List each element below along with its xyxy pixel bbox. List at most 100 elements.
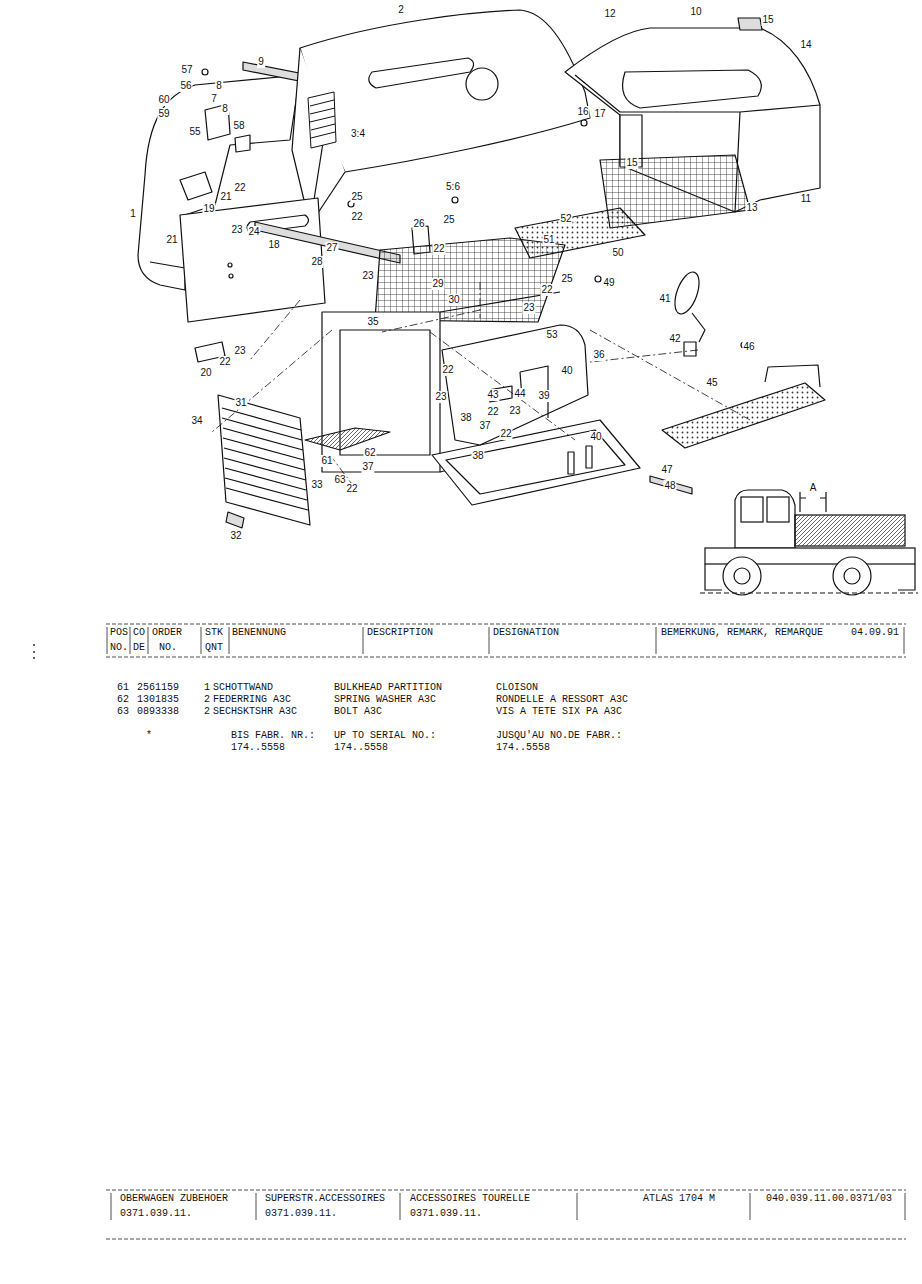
callout-number: 24: [247, 226, 260, 238]
callout-number: 31: [234, 397, 247, 409]
callout-number: 25: [442, 214, 455, 226]
callout-number: 51: [542, 234, 555, 246]
callout-number: 59: [157, 108, 170, 120]
callout-number: 23: [230, 224, 243, 236]
callout-number: 22: [345, 483, 358, 495]
table-header: STK: [205, 627, 223, 639]
callout-number: 56: [179, 80, 192, 92]
callout-number: 61: [320, 455, 333, 467]
callout-number: 41: [658, 293, 671, 305]
table-cell: 1: [204, 682, 210, 694]
callout-number: 11: [800, 193, 812, 205]
callout-number: 10: [689, 6, 702, 18]
table-cell: 2: [204, 706, 210, 718]
callout-number: 40: [560, 365, 573, 377]
callout-number: 42: [668, 333, 681, 345]
footer-cell: 0371.039.11.: [410, 1208, 482, 1220]
callout-number: 38: [471, 450, 484, 462]
callout-number: 8: [215, 80, 223, 92]
table-cell: SECHSKTSHR A3C: [213, 706, 297, 718]
table-header: DESCRIPTION: [367, 627, 433, 639]
callout-number: 22: [432, 243, 445, 255]
footer-cell: SUPERSTR.ACCESSOIRES: [265, 1193, 385, 1205]
table-cell: 61: [117, 682, 129, 694]
callout-number: 16: [576, 106, 589, 118]
callout-number: 60: [157, 94, 170, 106]
callout-number: 52: [559, 213, 572, 225]
callout-number: 48: [663, 480, 676, 492]
callout-number: 53: [545, 329, 558, 341]
callout-number: 32: [229, 530, 242, 542]
callout-number: 23: [361, 270, 374, 282]
table-cell: 174..5558: [334, 742, 388, 754]
callout-number: 28: [310, 256, 323, 268]
table-cell: FEDERRING A3C: [213, 694, 291, 706]
callout-number: 34: [190, 415, 203, 427]
callout-number: 44: [513, 388, 526, 400]
table-header: QNT: [205, 642, 223, 654]
callout-number: 22: [441, 364, 454, 376]
callout-number: 18: [267, 239, 280, 251]
callout-number: 36: [592, 349, 605, 361]
table-header: DESIGNATION: [493, 627, 559, 639]
callout-number: 62: [363, 447, 376, 459]
table-cell: BIS FABR. NR.:: [231, 730, 315, 742]
footer-cell: ATLAS 1704 M: [643, 1193, 715, 1205]
callout-number: 12: [603, 8, 616, 20]
callout-number: 13: [745, 202, 758, 214]
callout-number: 27: [325, 242, 338, 254]
callout-number: 43: [486, 389, 499, 401]
table-cell: 2561159: [137, 682, 179, 694]
table-cell: BULKHEAD PARTITION: [334, 682, 442, 694]
callout-number: 40: [589, 431, 602, 443]
table-cell: 0893338: [137, 706, 179, 718]
table-header: BENENNUNG: [232, 627, 286, 639]
callout-number: 37: [478, 420, 491, 432]
callout-number: 22: [350, 211, 363, 223]
table-header: 04.09.91: [851, 627, 899, 639]
callout-number: 22: [218, 356, 231, 368]
callout-number: 39: [537, 390, 550, 402]
callout-number: 25: [560, 273, 573, 285]
callout-number: 1: [129, 208, 137, 220]
callout-number: 21: [165, 234, 178, 246]
callout-number: 22: [499, 428, 512, 440]
table-header: POS: [110, 627, 128, 639]
table-cell: SCHOTTWAND: [213, 682, 273, 694]
footer-cell: OBERWAGEN ZUBEHOER: [120, 1193, 228, 1205]
callout-number: A: [809, 482, 818, 494]
callout-number: 22: [540, 284, 553, 296]
table-cell: UP TO SERIAL NO.:: [334, 730, 436, 742]
table-cell: 1301835: [137, 694, 179, 706]
table-cell: 2: [204, 694, 210, 706]
footer-cell: 0371.039.11.: [265, 1208, 337, 1220]
callout-number: 26: [412, 218, 425, 230]
callout-number: 55: [188, 126, 201, 138]
callout-number: 15: [761, 14, 774, 26]
callout-number: 37: [361, 461, 374, 473]
table-header: DE: [133, 642, 145, 654]
callout-number: 47: [660, 464, 673, 476]
callout-number: 23: [233, 345, 246, 357]
table-cell: 174..5558: [496, 742, 550, 754]
callout-number: 23: [434, 391, 447, 403]
callout-number: 57: [180, 64, 193, 76]
callout-number: 3:4: [350, 128, 366, 140]
table-header: NO.: [159, 642, 177, 654]
callout-number: 21: [219, 191, 232, 203]
callout-number: 19: [202, 203, 215, 215]
callout-number: 8: [221, 103, 229, 115]
callout-number: 50: [611, 247, 624, 259]
callout-number: 17: [593, 108, 606, 120]
callout-number: 15: [625, 157, 638, 169]
table-cell: SPRING WASHER A3C: [334, 694, 436, 706]
callout-number: 25: [350, 191, 363, 203]
callout-number: 38: [459, 412, 472, 424]
callout-number: 23: [522, 302, 535, 314]
table-cell: JUSQU'AU NO.DE FABR.:: [496, 730, 622, 742]
table-cell: RONDELLE A RESSORT A3C: [496, 694, 628, 706]
callout-number: 46: [742, 341, 755, 353]
table-cell: 63: [117, 706, 129, 718]
callout-number: 45: [705, 377, 718, 389]
table-cell: VIS A TETE SIX PA A3C: [496, 706, 622, 718]
